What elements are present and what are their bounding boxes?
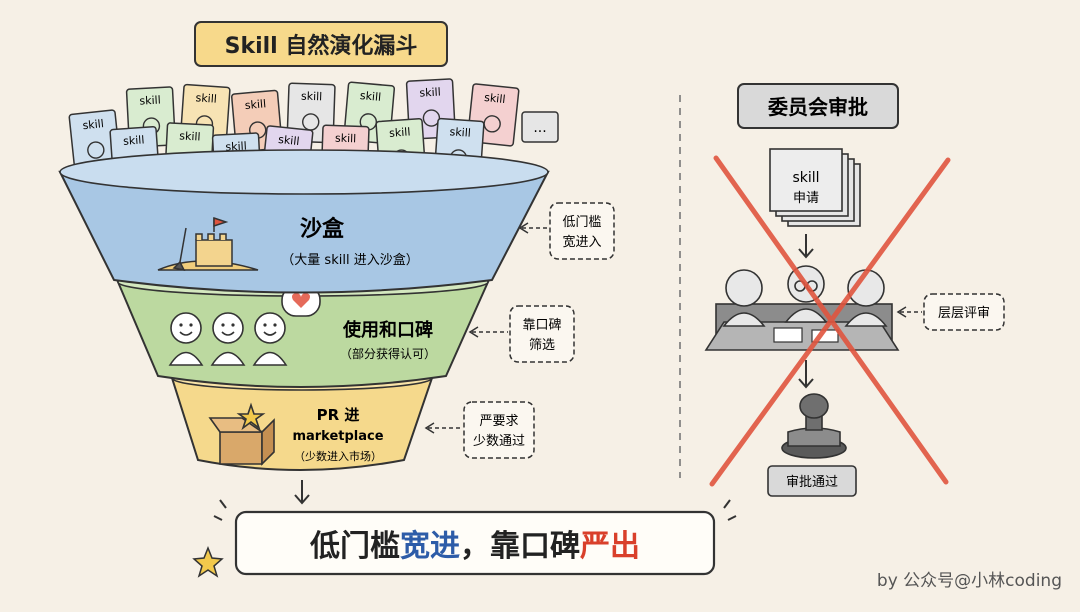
sandbox-subtitle: （大量 skill 进入沙盒） <box>281 252 418 268</box>
skill-card-label: skill <box>484 91 507 106</box>
note-pr-line2: 少数通过 <box>473 434 525 449</box>
usage-subtitle: （部分获得认可） <box>340 346 436 361</box>
skill-card-label: skill <box>278 133 301 148</box>
skill-card-label: skill <box>301 90 323 104</box>
skill-card-label: skill <box>82 117 105 132</box>
pr-subtitle: （少数进入市场） <box>294 449 382 463</box>
skill-card-label: skill <box>139 94 161 108</box>
committee-panel: 委员会审批 skill 申请 <box>704 83 1005 497</box>
pr-title: PR 进 <box>317 406 360 424</box>
skill-card-label: skill <box>179 129 201 143</box>
arrow-down-icon <box>798 360 814 389</box>
skill-card-label: skill <box>389 125 411 139</box>
usage-title: 使用和口碑 <box>342 319 433 341</box>
sandcastle-icon <box>157 216 259 272</box>
approved-label: 审批通过 <box>786 475 838 490</box>
slogan-part2: 宽进 <box>400 529 460 564</box>
note-sandbox-line2: 宽进入 <box>562 234 601 250</box>
note-pr: 严要求 少数通过 <box>424 401 535 459</box>
star-icon <box>192 545 224 578</box>
box-star-icon <box>208 402 275 466</box>
note-pr-line1: 严要求 <box>479 414 518 429</box>
application-docs-icon <box>769 148 861 227</box>
slogan-part3: ，靠口碑 <box>460 529 580 564</box>
note-usage-line1: 靠口碑 <box>522 317 561 333</box>
slogan-part1: 低门槛 <box>309 529 400 564</box>
svg-text:低门槛宽进，靠口碑严出: 低门槛宽进，靠口碑严出 <box>309 529 640 564</box>
diagram-title: Skill 自然演化漏斗 <box>225 33 418 59</box>
skill-card-label: skill <box>123 133 145 147</box>
skill-card-label: skill <box>195 91 217 105</box>
note-sandbox-line1: 低门槛 <box>562 215 601 230</box>
skill-card-label: skill <box>359 89 381 104</box>
doc-line2: 申请 <box>793 191 819 206</box>
meeting-people-icon <box>704 265 900 351</box>
committee-title: 委员会审批 <box>767 95 868 119</box>
note-usage-line2: 筛选 <box>529 338 555 353</box>
wrench-icon <box>87 141 105 159</box>
skill-card-label: skill <box>335 132 357 146</box>
slogan-box: 低门槛宽进，靠口碑严出 <box>192 499 737 578</box>
pr-title-2: marketplace <box>292 429 383 444</box>
cross-out-icon <box>709 155 951 487</box>
people-icon <box>168 312 288 366</box>
skill-card-label: skill <box>449 125 471 139</box>
review-note: 层层评审 <box>896 293 1005 331</box>
doc-line1: skill <box>792 170 819 186</box>
more-skills-card: ... <box>521 111 559 143</box>
arrow-down-icon <box>294 480 310 505</box>
stamp-icon <box>781 393 847 459</box>
credit: by 公众号@小林coding <box>877 571 1062 591</box>
sparkle-lines-icon <box>213 499 737 521</box>
skill-card-label: skill <box>244 97 266 112</box>
skill-card-label: skill <box>419 86 441 100</box>
note-sandbox: 低门槛 宽进入 <box>518 202 615 260</box>
note-usage: 靠口碑 筛选 <box>468 305 575 363</box>
review-note-text: 层层评审 <box>938 306 990 321</box>
slogan-part4: 严出 <box>580 529 640 564</box>
funnel-layer-sandbox: 沙盒 （大量 skill 进入沙盒） <box>58 149 550 294</box>
terminal-icon <box>422 109 441 127</box>
arrow-down-icon <box>798 234 814 259</box>
title-badge: Skill 自然演化漏斗 <box>194 21 448 67</box>
sandbox-title: 沙盒 <box>300 216 345 242</box>
more-card-label: ... <box>533 120 546 136</box>
